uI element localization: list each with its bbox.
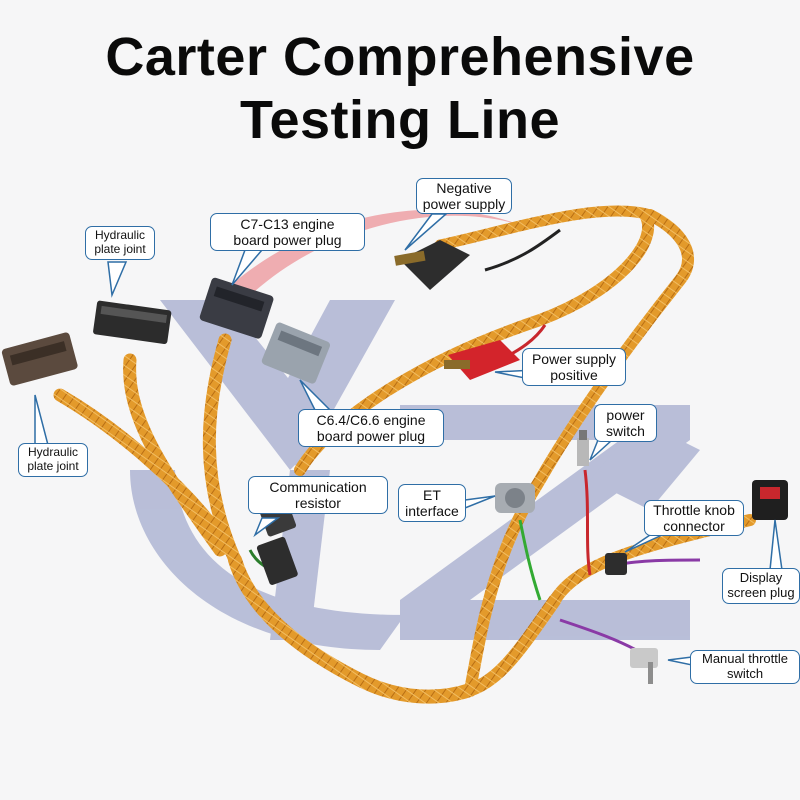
watermark-logo <box>130 209 700 650</box>
throttle-knob-connector-part <box>605 553 627 575</box>
callout-communication-resistor: Communication resistor <box>248 476 388 515</box>
c6-power-plug <box>261 322 331 384</box>
callout-hydraulic-plate-joint-top: Hydraulic plate joint <box>85 226 155 260</box>
callout-et-interface: ET interface <box>398 484 466 523</box>
callout-c7-c13-power-plug: C7-C13 engine board power plug <box>210 213 365 252</box>
callout-hydraulic-plate-joint-left: Hydraulic plate joint <box>18 443 88 477</box>
hydraulic-plate-joint-top <box>93 300 172 344</box>
c7-c13-power-plug <box>199 277 274 339</box>
callout-power-supply-positive: Power supply positive <box>522 348 626 387</box>
positive-clip <box>444 340 520 380</box>
manual-throttle-switch-part <box>630 648 658 684</box>
page-title-line-2: Testing Line <box>239 90 560 150</box>
callout-power-switch: power switch <box>594 404 657 443</box>
power-switch-part <box>577 430 589 466</box>
hydraulic-plate-joint-left <box>1 332 78 386</box>
negative-clip <box>394 240 470 290</box>
callout-pointers <box>34 213 783 666</box>
page-title-line-1: Carter Comprehensive <box>105 27 695 87</box>
callout-c6-power-plug: C6.4/C6.6 engine board power plug <box>298 409 444 448</box>
callout-display-screen-plug: Display screen plug <box>722 568 800 604</box>
callout-negative-power-supply: Negative power supply <box>416 178 512 215</box>
callout-manual-throttle-switch: Manual throttle switch <box>690 650 800 684</box>
display-plug-part <box>752 480 788 520</box>
callout-throttle-knob-connector: Throttle knob connector <box>644 500 744 537</box>
et-interface-part <box>495 483 535 513</box>
